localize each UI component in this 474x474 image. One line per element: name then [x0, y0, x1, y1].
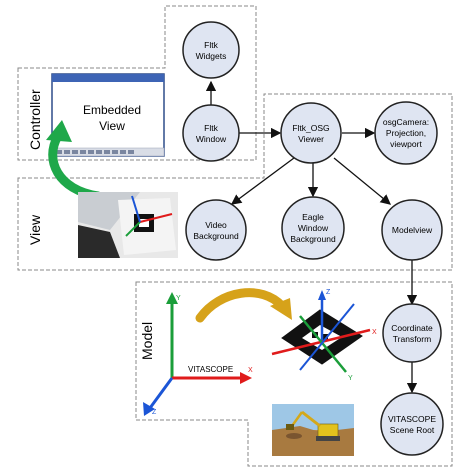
- embedded-view-window: Embedded View: [51, 73, 165, 157]
- node-osg-camera: osgCamera: Projection, viewport: [374, 101, 438, 165]
- excavator-scene-thumbnail: [272, 404, 354, 456]
- controller-label: Controller: [27, 89, 43, 150]
- coordinate-transform-line2: Transform: [393, 334, 431, 344]
- node-coordinate-transform: Coordinate Transform: [382, 303, 442, 363]
- vitascope-scene-root-line2: Scene Root: [390, 425, 435, 435]
- coordinate-transform-line1: Coordinate: [391, 323, 433, 333]
- gold-curved-arrow: [195, 288, 292, 323]
- marker-axes-image: Z X Y: [271, 289, 377, 382]
- vitascope-scene-root-line1: VITASCOPE: [388, 414, 436, 424]
- node-fltk-osg-viewer: Fltk_OSG Viewer: [280, 102, 342, 164]
- fltk-osg-viewer-line2: Viewer: [298, 134, 324, 144]
- fltk-window-line2: Window: [196, 134, 227, 144]
- controller-box: [17, 5, 257, 161]
- video-background-line2: Background: [193, 231, 239, 241]
- model-label: Model: [139, 322, 155, 360]
- modelview-line1: Modelview: [392, 225, 433, 235]
- embedded-view-line1: Embedded: [83, 103, 141, 117]
- fltk-osg-viewer-line1: Fltk_OSG: [292, 123, 329, 133]
- osg-camera-line1: osgCamera:: [383, 117, 429, 127]
- marker-z-label: Z: [326, 289, 331, 296]
- video-background-line1: Video: [205, 220, 227, 230]
- embedded-view-line2: View: [99, 119, 125, 133]
- osg-camera-line3: viewport: [390, 139, 422, 149]
- eagle-window-line3: Background: [290, 234, 336, 244]
- view-box: [17, 93, 453, 271]
- dashed-boxes: [17, 5, 453, 467]
- vitascope-system-label: VITASCOPE: [188, 365, 233, 374]
- edge-viewer-to-video: [230, 157, 295, 205]
- ar-marker-photo: [78, 192, 178, 258]
- node-eagle-window-background: Eagle Window Background: [281, 196, 345, 260]
- node-modelview: Modelview: [381, 199, 443, 261]
- marker-y-label: Y: [348, 375, 353, 382]
- fltk-widgets-line1: Fltk: [204, 40, 218, 50]
- fltk-widgets-line2: Widgets: [196, 51, 227, 61]
- node-video-background: Video Background: [185, 199, 247, 261]
- vitascope-axes: Y X Z VITASCOPE: [143, 292, 253, 416]
- fltk-window-line1: Fltk: [204, 123, 218, 133]
- osg-camera-line2: Projection,: [386, 128, 426, 138]
- node-vitascope-scene-root: VITASCOPE Scene Root: [380, 392, 444, 456]
- axis-x-label: X: [248, 367, 253, 374]
- marker-x-label: X: [372, 329, 377, 336]
- edge-viewer-to-modelview: [333, 157, 392, 205]
- view-label: View: [27, 214, 43, 245]
- eagle-window-line1: Eagle: [302, 212, 324, 222]
- edges: [205, 80, 418, 394]
- axis-y-label: Y: [176, 295, 181, 302]
- eagle-window-line2: Window: [298, 223, 329, 233]
- axis-z-label: Z: [152, 409, 157, 416]
- node-fltk-widgets: Fltk Widgets: [182, 21, 240, 79]
- node-fltk-window: Fltk Window: [182, 104, 240, 162]
- model-box: [135, 281, 453, 467]
